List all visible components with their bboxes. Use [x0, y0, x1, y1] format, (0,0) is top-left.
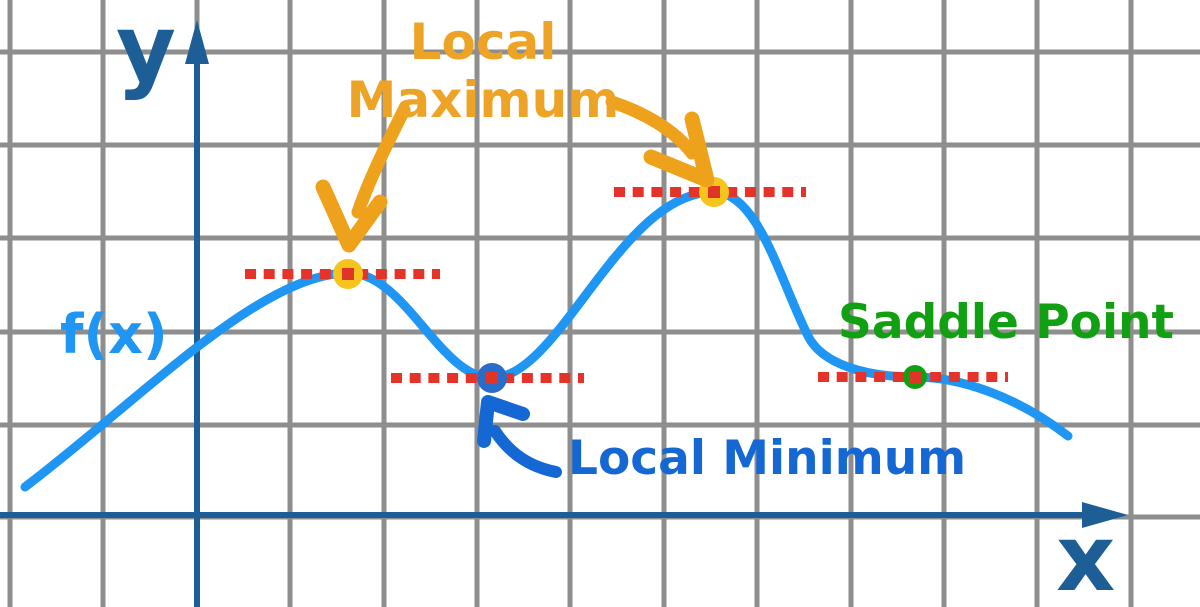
- saddle-point-label: Saddle Point: [838, 295, 1174, 350]
- local-maximum-marker-center: [708, 186, 720, 198]
- y-axis-label: y: [116, 0, 176, 102]
- local-minimum-arrow-head-icon: [477, 395, 530, 448]
- function-label: f(x): [60, 303, 168, 366]
- local-minimum-label: Local Minimum: [568, 431, 967, 486]
- x-axis-arrowhead-icon: [1082, 502, 1128, 528]
- local-maximum-label: Local Maximum: [346, 13, 620, 129]
- local-maximum-arrow-left-shaft: [351, 103, 411, 219]
- local-minimum-marker-center: [486, 372, 498, 384]
- x-axis-label: x: [1056, 505, 1116, 607]
- y-axis-arrowhead-icon: [185, 20, 209, 64]
- local-maximum-arrow-left-head-icon: [315, 179, 388, 253]
- local-maximum-marker-center: [342, 268, 354, 280]
- local-maximum-arrow-right-head-icon: [643, 111, 715, 188]
- local-minimum-arrow-shaft: [489, 425, 562, 478]
- local-maximum-arrow-right-shaft: [605, 95, 699, 160]
- saddle-point-marker-center: [909, 371, 921, 383]
